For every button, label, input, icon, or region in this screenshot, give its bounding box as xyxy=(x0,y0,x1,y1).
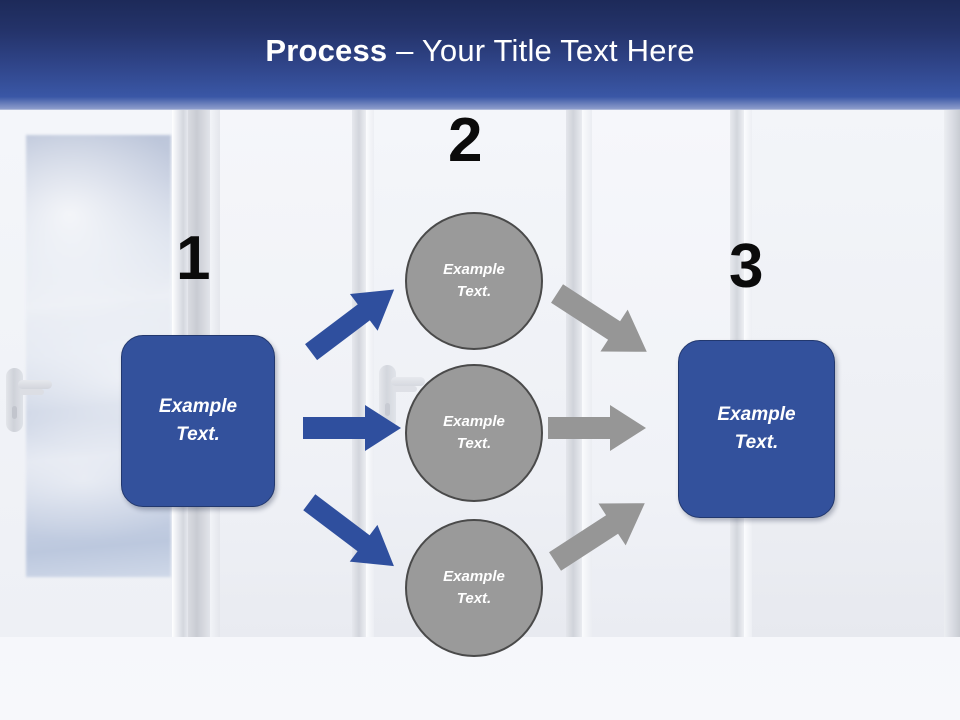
stage-2-circle-3[interactable]: Example Text. xyxy=(405,519,543,657)
connector-blue-arrow-right xyxy=(303,405,401,451)
door-mullion-3b xyxy=(582,110,592,637)
stage-2-circle-2-label-line2: Text. xyxy=(456,435,492,452)
door-mullion-3 xyxy=(566,110,582,637)
stage-2-circle-1-label-line1: Example xyxy=(443,260,505,278)
door-mullion-2b xyxy=(366,110,374,637)
stage-2-circle-2[interactable]: Example Text. xyxy=(405,364,543,502)
stage-3-label-line1: Example xyxy=(717,403,796,425)
title-strong-part: Process xyxy=(265,33,388,68)
connector-gray-arrow-right xyxy=(548,405,646,451)
stage-3-box[interactable]: Example Text. xyxy=(678,340,835,518)
stage-2-circle-1-label-line2: Text. xyxy=(456,283,492,300)
stage-2-circle-3-label-line1: Example xyxy=(443,567,505,585)
door-mullion-5 xyxy=(944,110,960,637)
door-mullion-2 xyxy=(352,110,366,637)
handle-lever-lower xyxy=(20,389,44,395)
stage-2-circle-1[interactable]: Example Text. xyxy=(405,212,543,350)
handle-plate xyxy=(6,368,23,432)
connector-blue-arrow-up-right xyxy=(305,289,395,361)
background-photo-glass-doors xyxy=(0,110,960,640)
stage-2-circle-3-label-line2: Text. xyxy=(456,590,492,607)
stage-3-label-line2: Text. xyxy=(734,432,779,453)
step-number-3: 3 xyxy=(729,232,764,301)
handle-lever xyxy=(391,377,425,386)
stage-1-label-line1: Example xyxy=(158,395,238,417)
step-number-2: 2 xyxy=(448,106,483,175)
stage-1-box[interactable]: Example Text. xyxy=(121,335,275,507)
stage-2-circle-2-label-line1: Example xyxy=(443,412,505,430)
connector-gray-arrow-up-right xyxy=(549,503,645,571)
handle-lever-lower xyxy=(393,386,417,392)
connector-blue-arrow-down-right xyxy=(303,494,394,567)
connector-gray-arrow-down-right xyxy=(551,284,647,352)
title-rest-part: – Your Title Text Here xyxy=(387,33,695,68)
title-bar: Process – Your Title Text Here xyxy=(0,0,960,110)
step-number-1: 1 xyxy=(176,224,211,293)
stage-1-label-line2: Text. xyxy=(176,424,220,445)
handle-keyhole xyxy=(385,403,390,416)
handle-keyhole xyxy=(12,406,17,419)
handle-lever xyxy=(18,380,52,389)
slide-title: Process – Your Title Text Here xyxy=(265,33,694,69)
